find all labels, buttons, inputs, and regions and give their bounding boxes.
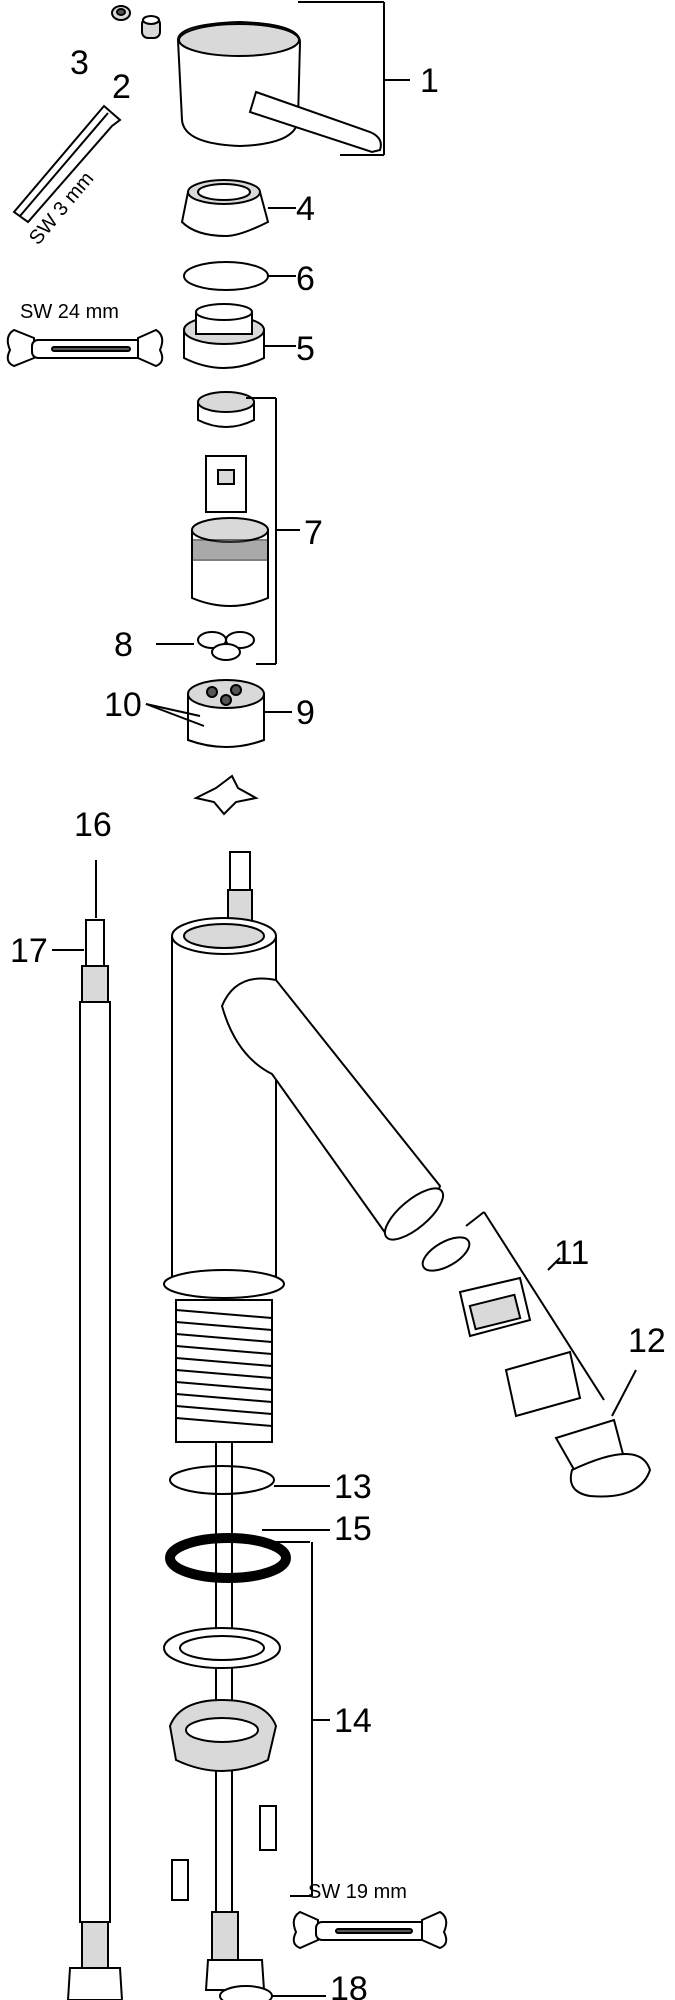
label-6: 6 [296,260,315,298]
threaded-shank [163,1269,285,1913]
aerator-part-11 [421,1211,605,1418]
wrench-19mm-tool [292,1910,448,1950]
nut-part-5 [183,303,296,369]
label-15: 15 [334,1510,372,1548]
base-part-9 [145,679,292,748]
label-17: 17 [10,932,48,970]
label-13: 13 [334,1468,372,1506]
label-11: 11 [554,1234,589,1272]
wrench-24mm-tool [6,328,164,368]
supply-hose-part-16 [52,860,124,2000]
spacer-cross [193,774,259,816]
label-10: 10 [104,686,142,724]
wrench-24mm-label: SW 24 mm [20,301,119,323]
label-12: 12 [628,1322,666,1360]
washers-part-18 [219,1985,326,2000]
supply-hose-right [204,1911,266,1991]
ring-part-13 [169,1465,330,1495]
label-16: 16 [74,806,112,844]
faucet-body [171,851,445,1287]
label-9: 9 [296,694,315,732]
plug-part-2 [141,15,161,39]
lever-handle-part-1 [176,1,410,156]
label-5: 5 [296,330,315,368]
aerator-key-part-12 [554,1369,652,1498]
label-1: 1 [420,62,439,100]
set-screw-part-3 [111,5,131,21]
fixing-set-part-14 [163,1529,330,1901]
label-2: 2 [112,68,131,106]
label-14: 14 [334,1702,372,1740]
cartridge-part-7 [191,391,300,665]
wrench-19mm-label: SW 19 mm [308,1881,407,1903]
label-18: 18 [330,1970,368,2000]
hex-key-tool [12,104,122,224]
label-8: 8 [114,626,133,664]
o-ring-part-6 [183,261,296,291]
label-7: 7 [304,514,323,552]
label-4: 4 [296,190,315,228]
seals-part-8 [156,631,255,661]
cover-cap-part-4 [180,179,296,238]
label-3: 3 [70,44,89,82]
